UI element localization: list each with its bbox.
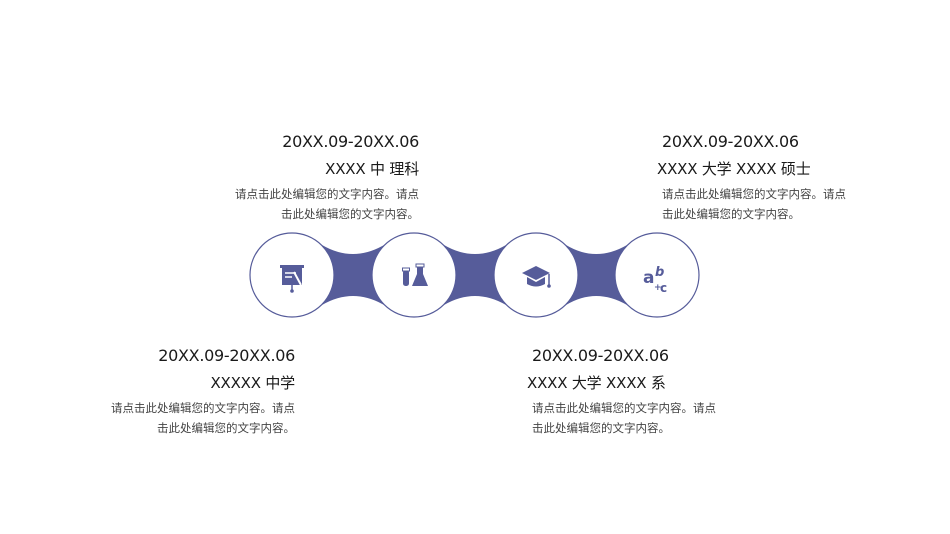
- svg-text:a: a: [643, 268, 654, 288]
- connector-2: [444, 245, 506, 305]
- entry-date: 20XX.09-20XX.06: [662, 132, 799, 151]
- entry-date: 20XX.09-20XX.06: [532, 346, 669, 365]
- entry-date: 20XX.09-20XX.06: [282, 132, 419, 151]
- entry-description-line: 请点击此处编辑您的文字内容。请点: [111, 401, 295, 415]
- entry-description[interactable]: 请点击此处编辑您的文字内容。请点 击此处编辑您的文字内容。: [657, 184, 846, 224]
- timeline-entry-2: 20XX.09-20XX.06 XXXX 大学 XXXX 硕士 请点击此处编辑您…: [657, 131, 846, 224]
- entry-description[interactable]: 请点击此处编辑您的文字内容。请点 击此处编辑您的文字内容。: [235, 184, 419, 224]
- entry-title: XXXX 中 理科: [325, 160, 419, 178]
- connector-3: [566, 245, 627, 305]
- entry-description-line: 击此处编辑您的文字内容。: [281, 207, 419, 221]
- entry-description-line: 请点击此处编辑您的文字内容。请点: [532, 401, 716, 415]
- timeline-node-2[interactable]: [371, 232, 457, 318]
- entry-title: XXXXX 中学: [210, 374, 295, 392]
- timeline-entry-4: 20XX.09-20XX.06 XXXX 大学 XXXX 系 请点击此处编辑您的…: [527, 345, 716, 438]
- timeline-entry-1: 20XX.09-20XX.06 XXXX 中 理科 请点击此处编辑您的文字内容。…: [235, 131, 419, 224]
- entry-description-line: 请点击此处编辑您的文字内容。请点: [235, 187, 419, 201]
- entry-description-line: 击此处编辑您的文字内容。: [532, 421, 670, 435]
- entry-date: 20XX.09-20XX.06: [158, 346, 295, 365]
- entry-description[interactable]: 请点击此处编辑您的文字内容。请点 击此处编辑您的文字内容。: [111, 398, 295, 438]
- svg-text:c: c: [660, 281, 667, 295]
- timeline-connectors: [322, 245, 627, 305]
- entry-title: XXXX 大学 XXXX 系: [527, 374, 666, 392]
- abc-math-icon: a b + c: [643, 265, 667, 295]
- connector-1: [322, 245, 384, 305]
- entry-description[interactable]: 请点击此处编辑您的文字内容。请点 击此处编辑您的文字内容。: [527, 398, 716, 438]
- entry-description-line: 击此处编辑您的文字内容。: [157, 421, 295, 435]
- lab-flask-icon: [402, 263, 428, 286]
- svg-text:b: b: [655, 265, 664, 280]
- presentation-board-icon: [280, 265, 304, 293]
- timeline-node-4[interactable]: [614, 232, 700, 318]
- entry-description-line: 请点击此处编辑您的文字内容。请点: [662, 187, 846, 201]
- entry-description-line: 击此处编辑您的文字内容。: [662, 207, 800, 221]
- svg-text:+: +: [654, 283, 662, 293]
- timeline-entry-3: 20XX.09-20XX.06 XXXXX 中学 请点击此处编辑您的文字内容。请…: [111, 345, 295, 438]
- graduation-cap-icon: [522, 266, 551, 288]
- entry-title: XXXX 大学 XXXX 硕士: [657, 160, 811, 178]
